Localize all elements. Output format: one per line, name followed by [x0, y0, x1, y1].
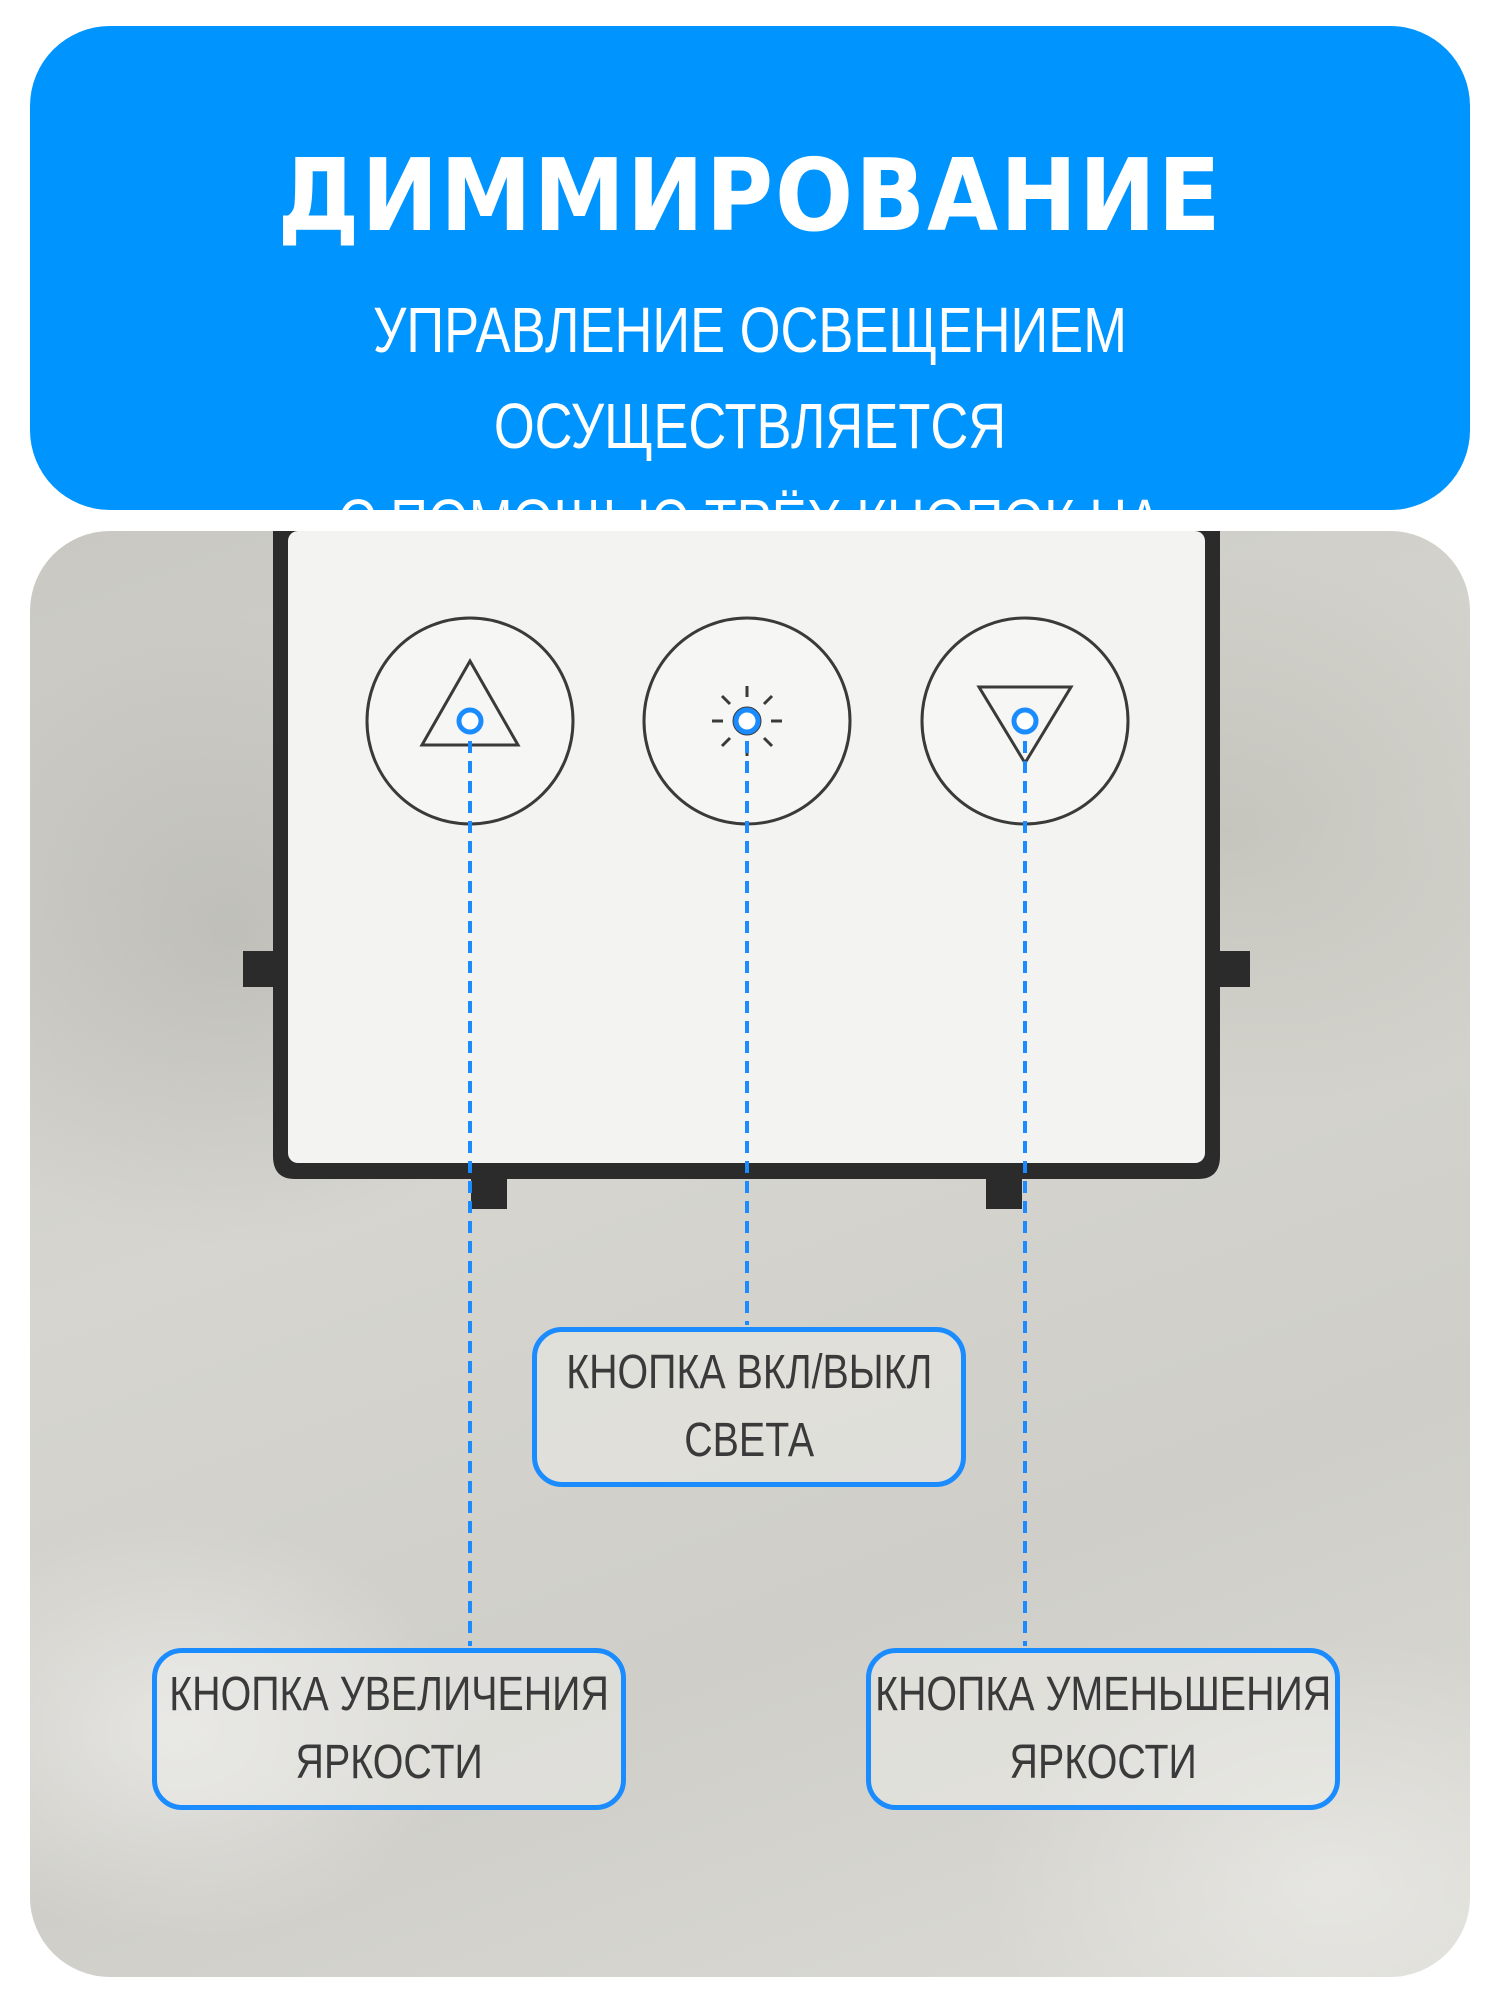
page-title: ДИММИРОВАНИЕ	[277, 137, 1223, 254]
callout-brightness-up: КНОПКА УВЕЛИЧЕНИЯ ЯРКОСТИ	[152, 1648, 626, 1810]
triangle-down-icon	[976, 685, 1074, 766]
anchor-dot-brightness-up	[456, 707, 484, 735]
switch-illustration	[243, 531, 1250, 1646]
anchor-dot-power	[733, 707, 761, 735]
callout-power-line-2: СВЕТА	[684, 1414, 814, 1467]
callout-brightness-up-line-2: ЯРКОСТИ	[295, 1736, 483, 1789]
callout-brightness-down-line-2: ЯРКОСТИ	[1009, 1736, 1197, 1789]
subtitle-line-1: УПРАВЛЕНИЕ ОСВЕЩЕНИЕМ ОСУЩЕСТВЛЯЕТСЯ	[373, 294, 1127, 462]
anchor-dot-brightness-down	[1011, 707, 1039, 735]
callout-power-line-1: КНОПКА ВКЛ/ВЫКЛ	[565, 1346, 933, 1399]
callout-brightness-down-line-1: КНОПКА УМЕНЬШЕНИЯ	[874, 1668, 1332, 1721]
header-banner: ДИММИРОВАНИЕ УПРАВЛЕНИЕ ОСВЕЩЕНИЕМ ОСУЩЕ…	[30, 26, 1470, 654]
callout-brightness-down: КНОПКА УМЕНЬШЕНИЯ ЯРКОСТИ	[866, 1648, 1340, 1810]
callout-power: КНОПКА ВКЛ/ВЫКЛ СВЕТА	[532, 1327, 966, 1487]
callout-brightness-up-line-1: КНОПКА УВЕЛИЧЕНИЯ	[169, 1668, 609, 1721]
